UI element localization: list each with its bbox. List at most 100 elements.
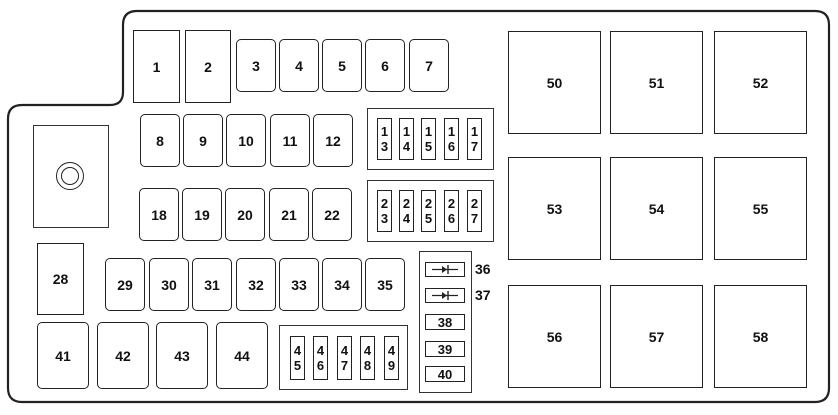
fuse-label: 34 — [334, 276, 350, 293]
fuse-label: 2 — [204, 58, 212, 75]
fuse-label: 7 — [425, 57, 433, 74]
mini-fuse-45[interactable]: 45 — [290, 336, 305, 380]
fuse-1[interactable]: 1 — [133, 30, 180, 103]
fuse-label: 42 — [115, 347, 131, 364]
fuse-31[interactable]: 31 — [192, 258, 232, 311]
fuse-5[interactable]: 5 — [322, 39, 362, 92]
fuse-38[interactable]: 38 — [425, 314, 465, 330]
fuse-6[interactable]: 6 — [365, 39, 405, 92]
mini-fuse-46[interactable]: 46 — [313, 336, 328, 380]
relay-50[interactable]: 50 — [508, 31, 601, 134]
fuse-30[interactable]: 30 — [149, 258, 189, 311]
relay-52[interactable]: 52 — [714, 31, 807, 134]
fuse-label: 38 — [437, 314, 453, 330]
fuse-18[interactable]: 18 — [139, 188, 179, 241]
fuse-39[interactable]: 39 — [425, 341, 465, 357]
fuse-34[interactable]: 34 — [322, 258, 362, 311]
fuse-label: 21 — [281, 206, 297, 223]
fuse-label: 35 — [377, 276, 393, 293]
diode-label: 37 — [475, 287, 491, 303]
mini-fuse-group-45-49 — [279, 325, 408, 390]
fuse-20[interactable]: 20 — [225, 188, 265, 241]
fuse-41[interactable]: 41 — [37, 322, 89, 389]
mini-fuse-49[interactable]: 49 — [384, 336, 399, 380]
fuse-35[interactable]: 35 — [365, 258, 405, 311]
mounting-bolt-inner-icon — [61, 167, 79, 185]
mini-fuse-27[interactable]: 27 — [467, 190, 482, 232]
relay-53[interactable]: 53 — [508, 157, 601, 260]
mini-fuse-15[interactable]: 15 — [421, 118, 436, 160]
fuse-11[interactable]: 11 — [270, 114, 310, 167]
fuse-40[interactable]: 40 — [425, 366, 465, 382]
fuse-29[interactable]: 29 — [105, 258, 145, 311]
fuse-label: 11 — [282, 132, 298, 149]
fuse-label: 8 — [156, 132, 164, 149]
fuse-label: 22 — [324, 206, 340, 223]
fuse-label: 50 — [546, 74, 563, 91]
fuse-12[interactable]: 12 — [313, 114, 353, 167]
fuse-label: 1 — [152, 58, 161, 75]
fuse-21[interactable]: 21 — [269, 188, 309, 241]
fuse-32[interactable]: 32 — [236, 258, 276, 311]
diode-label: 36 — [475, 261, 491, 277]
mini-fuse-26[interactable]: 26 — [444, 190, 459, 232]
mini-fuse-14[interactable]: 14 — [399, 118, 414, 160]
fuse-7[interactable]: 7 — [409, 39, 449, 92]
diode-37[interactable] — [425, 288, 465, 303]
fuse-label: 53 — [546, 200, 563, 217]
fuse-44[interactable]: 44 — [216, 322, 268, 389]
fuse-9[interactable]: 9 — [183, 114, 223, 167]
diode-icon — [432, 291, 458, 300]
fuse-43[interactable]: 43 — [156, 322, 208, 389]
fuse-19[interactable]: 19 — [182, 188, 222, 241]
fuse-label: 3 — [252, 57, 260, 74]
fuse-label: 4 — [295, 57, 303, 74]
mini-fuse-23[interactable]: 23 — [377, 190, 392, 232]
mini-fuse-47[interactable]: 47 — [337, 336, 352, 380]
fuse-label: 55 — [752, 200, 769, 217]
fuse-label: 16 — [447, 124, 456, 154]
mini-fuse-16[interactable]: 16 — [444, 118, 459, 160]
fuse-label: 26 — [447, 196, 456, 226]
fuse-label: 58 — [752, 328, 769, 345]
fuse-label: 23 — [380, 196, 389, 226]
fuse-label: 44 — [234, 347, 250, 364]
fuse-label: 9 — [199, 132, 207, 149]
mounting-block — [33, 125, 109, 228]
fuse-label: 30 — [161, 276, 177, 293]
fuse-4[interactable]: 4 — [279, 39, 319, 92]
fuse-label: 43 — [174, 347, 190, 364]
fuse-label: 31 — [204, 276, 220, 293]
fuse-22[interactable]: 22 — [312, 188, 352, 241]
mini-fuse-13[interactable]: 13 — [377, 118, 392, 160]
fuse-10[interactable]: 10 — [226, 114, 266, 167]
mini-fuse-24[interactable]: 24 — [399, 190, 414, 232]
fuse-42[interactable]: 42 — [97, 322, 149, 389]
relay-57[interactable]: 57 — [610, 285, 703, 388]
fuse-8[interactable]: 8 — [140, 114, 180, 167]
diode-36[interactable] — [425, 262, 465, 277]
fuse-28[interactable]: 28 — [37, 243, 84, 315]
fuse-label: 46 — [316, 343, 325, 373]
fuse-group-36-40 — [419, 251, 472, 393]
mini-fuse-48[interactable]: 48 — [360, 336, 375, 380]
relay-51[interactable]: 51 — [610, 31, 703, 134]
mini-fuse-17[interactable]: 17 — [467, 118, 482, 160]
relay-56[interactable]: 56 — [508, 285, 601, 388]
relay-58[interactable]: 58 — [714, 285, 807, 388]
fuse-label: 20 — [237, 206, 253, 223]
mini-fuse-group-23-27 — [367, 180, 494, 242]
fuse-label: 45 — [293, 343, 302, 373]
relay-54[interactable]: 54 — [610, 157, 703, 260]
fuse-label: 15 — [424, 124, 433, 154]
fuse-label: 48 — [363, 343, 372, 373]
fuse-2[interactable]: 2 — [185, 30, 231, 103]
diode-icon — [432, 265, 458, 274]
fuse-3[interactable]: 3 — [236, 39, 276, 92]
mini-fuse-25[interactable]: 25 — [421, 190, 436, 232]
fuse-label: 33 — [291, 276, 307, 293]
fuse-33[interactable]: 33 — [279, 258, 319, 311]
relay-55[interactable]: 55 — [714, 157, 807, 260]
fuse-label: 52 — [752, 74, 769, 91]
